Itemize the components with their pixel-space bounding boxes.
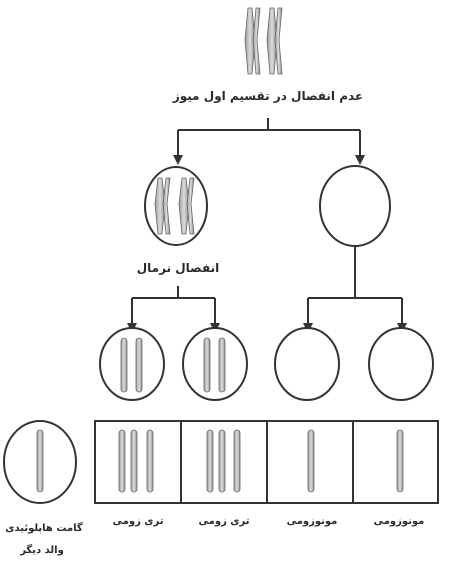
monosomy-box-2 bbox=[396, 429, 404, 493]
zygote-boxes bbox=[94, 420, 439, 504]
label-trisomy-right: تری زومی bbox=[198, 516, 250, 527]
label-nondisjunction-first-meiosis: عدم انفصال در تقسیم اول میوز bbox=[172, 89, 364, 103]
right-branch-connector bbox=[303, 246, 407, 333]
trisomy-box-1 bbox=[118, 429, 154, 493]
label-trisomy-left: تری زومی bbox=[112, 516, 164, 527]
trisomy-box-2 bbox=[206, 429, 241, 493]
cell-with-pair bbox=[144, 166, 208, 246]
second-division-cell-3 bbox=[274, 327, 340, 401]
top-branch-connector bbox=[173, 118, 365, 165]
top-chromosome-pair bbox=[244, 7, 283, 75]
second-division-cell-2 bbox=[182, 327, 248, 401]
label-normal-separation: انفصال نرمال bbox=[136, 261, 220, 275]
label-monosomy-right: مونوزومی bbox=[373, 516, 425, 527]
left-branch-connector bbox=[127, 286, 220, 333]
label-monosomy-left: مونوزومی bbox=[286, 516, 338, 527]
parent-haploid-gamete bbox=[3, 420, 77, 504]
second-division-cell-1 bbox=[99, 327, 165, 401]
cell-empty bbox=[319, 165, 391, 247]
label-haploid-gamete: گامت هاپلوئیدی bbox=[5, 523, 83, 534]
monosomy-box-1 bbox=[307, 429, 315, 493]
second-division-cell-4 bbox=[368, 327, 434, 401]
label-other-parent: والد دیگر bbox=[20, 545, 64, 556]
